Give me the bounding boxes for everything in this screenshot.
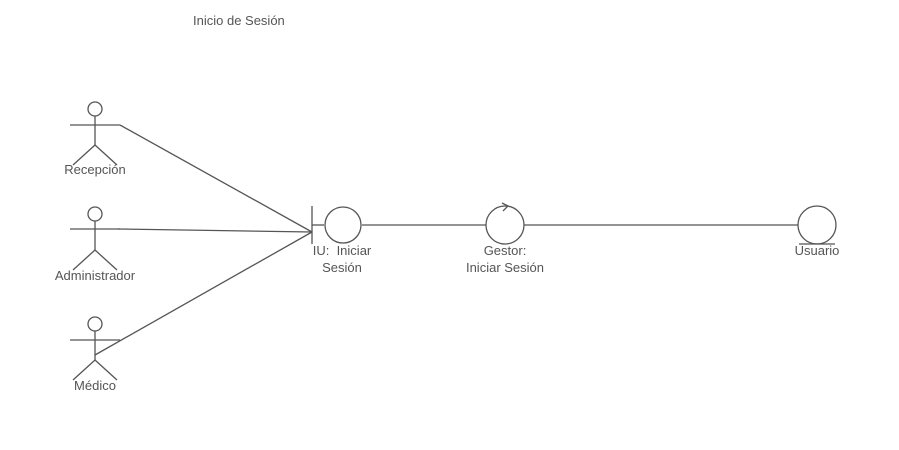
entity-usuario[interactable]: Usuario: [795, 205, 840, 258]
entity-icon: [797, 205, 837, 245]
control-label-line1: Gestor:: [484, 243, 527, 258]
actor-icon: [70, 101, 120, 166]
control-icon: [485, 202, 525, 245]
actor-medico[interactable]: Médico: [70, 316, 120, 393]
diagram-title: Inicio de Sesión: [193, 13, 285, 28]
actor-label: Médico: [74, 378, 116, 393]
actor-label: Administrador: [55, 268, 136, 283]
entity-label: Usuario: [795, 243, 840, 258]
boundary-label-line2: Sesión: [322, 260, 362, 275]
association-administrador-boundary[interactable]: [117, 228, 313, 233]
actor-recepcion[interactable]: Recepción: [64, 101, 126, 177]
association-recepcion-boundary[interactable]: [119, 124, 313, 233]
boundary-icon: [311, 206, 362, 244]
associations: [94, 124, 798, 356]
actor-administrador[interactable]: Administrador: [55, 206, 136, 283]
actor-icon: [70, 206, 120, 271]
association-medico-boundary[interactable]: [94, 231, 313, 356]
boundary-iu-iniciar-sesion[interactable]: IU: Iniciar Sesión: [311, 206, 372, 275]
boundary-label-line1: IU: Iniciar: [313, 243, 372, 258]
control-label-line2: Iniciar Sesión: [466, 260, 544, 275]
control-gestor-iniciar-sesion[interactable]: Gestor: Iniciar Sesión: [466, 202, 544, 275]
actor-label: Recepción: [64, 162, 125, 177]
actor-icon: [70, 316, 120, 381]
